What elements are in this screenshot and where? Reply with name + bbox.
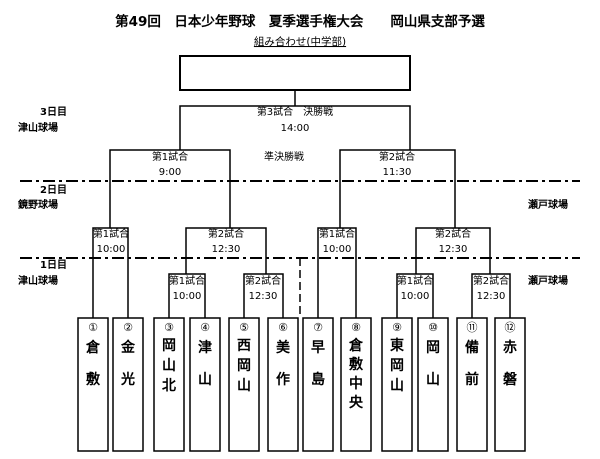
team-name: 倉敷	[85, 339, 101, 388]
team-name: 東岡山	[390, 337, 404, 394]
team-box-frame	[417, 317, 449, 452]
team-number: ⑪	[467, 321, 478, 334]
semi-left-time: 9:00	[159, 167, 181, 178]
team-box-frame	[77, 317, 109, 452]
team-box-frame	[302, 317, 334, 452]
team-box-frame	[153, 317, 185, 452]
final-game-time: 14:00	[281, 123, 310, 134]
team-number: ④	[200, 321, 210, 334]
team-name: 岡山	[426, 340, 440, 388]
day1-venue: 津山球場	[18, 274, 58, 287]
team-box: ③ 岡山北	[153, 317, 185, 452]
semifinal-label: 準決勝戦	[264, 150, 304, 163]
day3-label: 3日目	[40, 106, 67, 118]
team-number: ③	[164, 321, 174, 334]
day2-right-venue: 瀬戸球場	[528, 198, 568, 211]
team-box-frame	[228, 317, 260, 452]
team-box: ⑥ 美作	[267, 317, 299, 452]
day3-venue: 津山球場	[18, 121, 58, 134]
champion-box	[179, 55, 411, 91]
r2-left-b-time: 12:30	[212, 244, 241, 255]
day2-label: 2日目	[40, 184, 67, 196]
final-game-name: 第3試合 決勝戦	[257, 105, 333, 118]
r1-right-a-time: 10:00	[401, 291, 430, 302]
team-box-frame	[189, 317, 221, 452]
team-number: ⑥	[278, 321, 288, 334]
team-box: ④ 津山	[189, 317, 221, 452]
team-box: ⑧ 倉敷中央	[340, 317, 372, 452]
team-number: ②	[123, 321, 133, 334]
team-box: ⑪ 備前	[456, 317, 488, 452]
semi-right-time: 11:30	[383, 167, 412, 178]
team-number: ①	[88, 321, 98, 334]
team-box-frame	[456, 317, 488, 452]
team-number: ⑧	[351, 321, 361, 334]
semi-left-name: 第1試合	[152, 150, 188, 163]
r2-right-b-time: 12:30	[439, 244, 468, 255]
team-box: ⑫ 赤磐	[494, 317, 526, 452]
team-number: ⑤	[239, 321, 249, 334]
r2-left-b-name: 第2試合	[208, 227, 244, 240]
day1-label: 1日目	[40, 259, 67, 271]
team-box-frame	[340, 317, 372, 452]
r1-left-b-time: 12:30	[249, 291, 278, 302]
r1-left-a-name: 第1試合	[169, 274, 205, 287]
team-box: ⑤ 西岡山	[228, 317, 260, 452]
r1-left-b-name: 第2試合	[245, 274, 281, 287]
team-box: ② 金光	[112, 317, 144, 452]
team-boxes: ① 倉敷 ② 金光 ③ 岡山北 ④ 津山 ⑤ 西岡山 ⑥ 美作 ⑦ 早島 ⑧ 倉敷中央 ⑨ 東岡山 ⑩ 岡山 ⑪ 備前 ⑫ 赤…	[77, 317, 526, 452]
team-name: 西岡山	[237, 338, 251, 394]
r1-right-b-name: 第2試合	[473, 274, 509, 287]
team-name: 美作	[276, 339, 291, 388]
r2-left-a-name: 第1試合	[93, 227, 129, 240]
team-name: 赤磐	[502, 340, 518, 388]
bracket-lines	[92, 90, 511, 318]
team-box: ⑨ 東岡山	[381, 317, 413, 452]
team-name: 金光	[120, 339, 136, 388]
r1-left-a-time: 10:00	[173, 291, 202, 302]
team-box: ① 倉敷	[77, 317, 109, 452]
team-number: ⑨	[392, 321, 402, 334]
r2-right-b-name: 第2試合	[435, 227, 471, 240]
r1-right-a-name: 第1試合	[397, 274, 433, 287]
team-box-frame	[494, 317, 526, 452]
page-title: 第49回 日本少年野球 夏季選手権大会 岡山県支部予選	[115, 13, 485, 30]
page-subtitle: 組み合わせ(中学部)	[254, 35, 346, 48]
team-box: ⑦ 早島	[302, 317, 334, 452]
team-name: 早島	[311, 340, 325, 388]
team-name: 岡山北	[162, 338, 176, 394]
team-box-frame	[112, 317, 144, 452]
r1-right-b-time: 12:30	[477, 291, 506, 302]
team-box: ⑩ 岡山	[417, 317, 449, 452]
team-number: ⑦	[313, 321, 323, 334]
day2-venue: 鏡野球場	[18, 198, 58, 211]
team-name: 倉敷中央	[348, 337, 364, 411]
team-name: 津山	[198, 339, 212, 388]
r2-right-a-time: 10:00	[323, 244, 352, 255]
team-name: 備前	[465, 339, 479, 388]
team-number: ⑩	[428, 321, 438, 334]
team-box-frame	[267, 317, 299, 452]
semi-right-name: 第2試合	[379, 150, 415, 163]
team-number: ⑫	[505, 321, 516, 334]
team-box-frame	[381, 317, 413, 452]
r2-left-a-time: 10:00	[97, 244, 126, 255]
r2-right-a-name: 第1試合	[319, 227, 355, 240]
day1-right-venue: 瀬戸球場	[528, 274, 568, 287]
